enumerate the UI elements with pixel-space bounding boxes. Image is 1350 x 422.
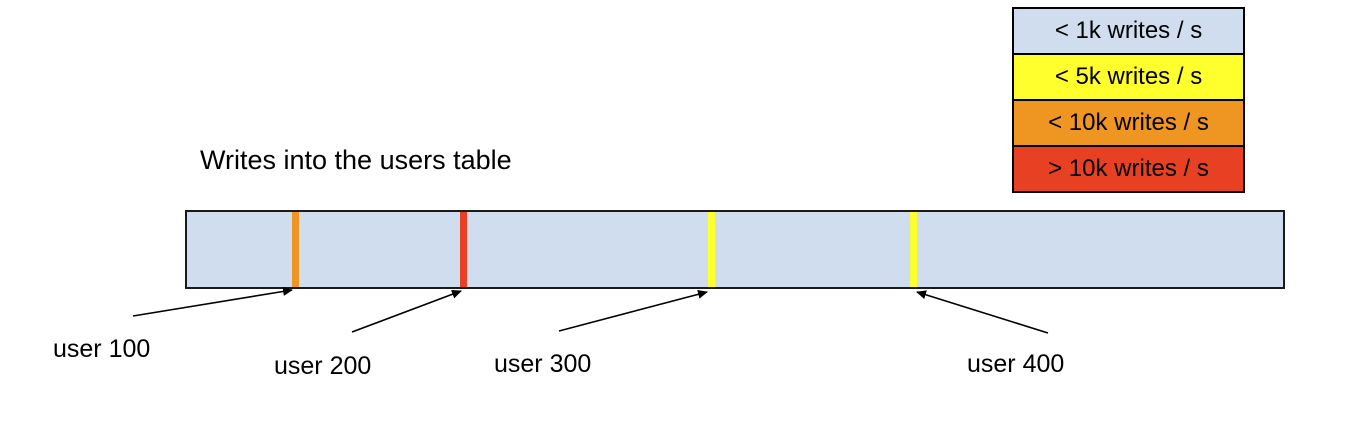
arrow-user-300	[558, 289, 708, 332]
users-table-bar	[185, 210, 1285, 289]
legend-item-label: < 10k writes / s	[1048, 109, 1209, 136]
legend-item-lt-10k: < 10k writes / s	[1014, 101, 1243, 147]
legend-item-label: < 5k writes / s	[1054, 63, 1203, 90]
write-rate-marker-user-300	[707, 212, 715, 287]
label-user-200: user 200	[274, 352, 372, 380]
arrow-user-400	[916, 290, 1049, 334]
legend-item-label: < 1k writes / s	[1054, 17, 1203, 44]
label-user-300: user 300	[494, 350, 592, 378]
write-rate-marker-user-200	[459, 212, 467, 287]
write-rate-marker-user-100	[292, 212, 300, 287]
arrow-user-100	[132, 287, 293, 317]
arrow-user-200	[351, 289, 462, 333]
legend-item-label: > 10k writes / s	[1048, 155, 1209, 182]
write-rate-marker-user-400	[910, 212, 918, 287]
legend-item-lt-5k: < 5k writes / s	[1014, 55, 1243, 101]
label-user-400: user 400	[967, 350, 1065, 378]
legend-item-lt-1k: < 1k writes / s	[1014, 9, 1243, 55]
label-user-100: user 100	[53, 335, 151, 363]
write-rate-legend: < 1k writes / s < 5k writes / s < 10k wr…	[1012, 7, 1245, 193]
legend-item-gt-10k: > 10k writes / s	[1014, 147, 1243, 191]
diagram-title: Writes into the users table	[200, 145, 512, 175]
